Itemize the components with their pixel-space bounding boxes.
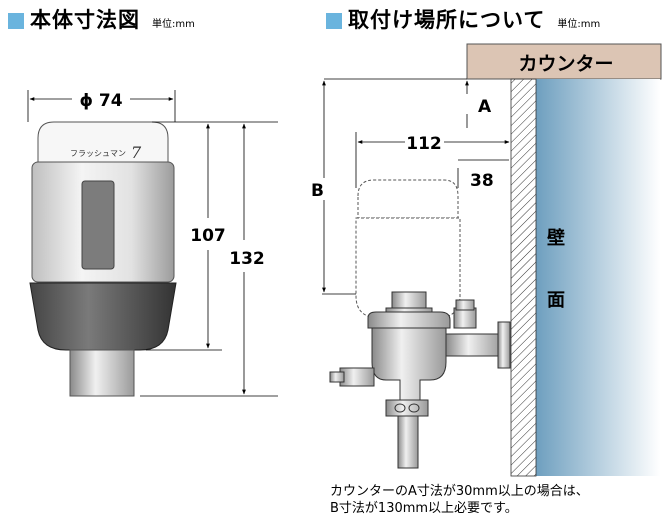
height-132-label: 132 [229,249,265,269]
wall-hatching [510,78,537,477]
product-stub [69,349,135,397]
dimension-section-title: 本体寸法図 単位:mm [8,4,195,34]
title-marker-icon [326,13,342,29]
dim-a-label: A [478,97,492,117]
product-dimensions [27,90,278,397]
product-logo: フラッシュマン [70,149,126,158]
title-marker-icon [8,13,24,29]
product-outline-dashed [355,179,461,319]
wall-label-1: 壁 [547,227,565,249]
wall-label-2: 面 [547,290,565,311]
note-line-2: B寸法が130mm以上必要です。 [330,501,518,516]
wall-surface [536,79,660,476]
sensor-window [81,180,115,270]
dimension-title-text: 本体寸法図 [30,8,140,32]
counter-block [466,43,662,80]
installation-section-title: 取付け場所について 単位:mm [326,4,600,34]
installation-title-text: 取付け場所について [348,8,546,32]
product-drawing: フラッシュマン 7 [29,121,177,397]
counter-label: カウンター [518,53,613,75]
dim-112-label: 112 [406,134,442,154]
dim-b-label: B [311,181,324,201]
product-logo-mark: 7 [131,143,142,162]
note-line-1: カウンターのA寸法が30mm以上の場合は、 [330,484,589,499]
height-107-label: 107 [190,226,226,246]
installation-dimensions [322,78,510,295]
dimension-unit-text: 単位:mm [152,19,195,30]
dim-38-label: 38 [470,171,494,191]
installation-unit-text: 単位:mm [557,19,601,30]
diameter-label: ϕ 74 [79,91,122,111]
product-base [29,282,177,351]
flush-valve [329,291,511,469]
installation-note: カウンターのA寸法が30mm以上の場合は、 B寸法が130mm以上必要です。 [330,483,589,517]
